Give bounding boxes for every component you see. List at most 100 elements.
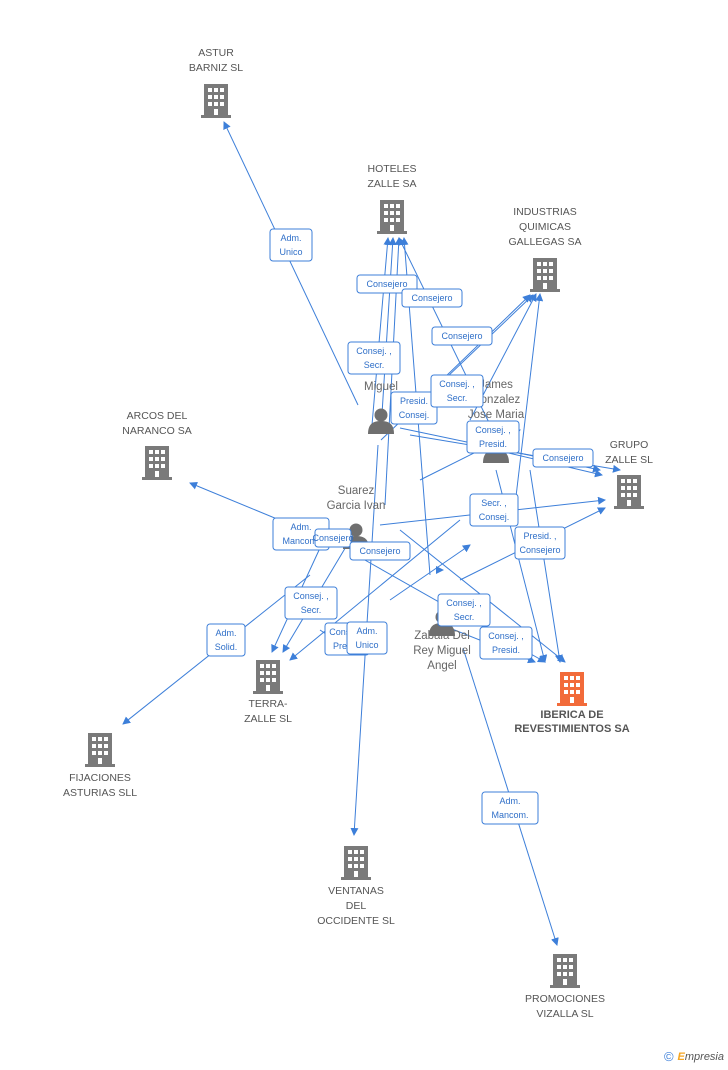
role-label-r_consejero_mid[interactable]: Consejero (349, 541, 411, 561)
company-promociones[interactable]: PROMOCIONES VIZALLA SL (525, 954, 605, 1020)
person-label-line: Suarez (338, 485, 375, 497)
company-grupo[interactable]: GRUPO ZALLE SL (605, 439, 653, 509)
person-p_miguel[interactable]: Miguel (364, 381, 398, 434)
company-label-line: ASTURIAS SLL (63, 787, 137, 799)
role-label-r_presid_consej[interactable]: Presid.Consej. (390, 391, 438, 425)
edge-2 (371, 237, 392, 426)
edge-17 (289, 519, 461, 661)
role-label-r_consej_secr_james[interactable]: Consej. ,Secr. (430, 374, 484, 408)
role-text: Presid. , (523, 531, 556, 541)
role-label-r_consejero_suarez[interactable]: Consejero (312, 528, 354, 548)
role-text: Consejero (411, 293, 452, 303)
role-label-r_consejero_hot2[interactable]: Consejero (401, 288, 463, 308)
role-layer: Adm.UnicoConsejeroConsejeroConsejeroCons… (206, 228, 594, 825)
person-label-line: Zabala Del (414, 630, 470, 642)
role-text: Presid. (479, 439, 507, 449)
role-box (284, 586, 338, 620)
role-text: Adm. (356, 626, 377, 636)
role-text: Consejero (519, 545, 560, 555)
building-icon (550, 954, 580, 988)
role-text: Presid. (400, 396, 428, 406)
footer: © Empresia (664, 1049, 724, 1064)
person-label-line: Miguel (364, 381, 398, 393)
company-label-line: PROMOCIONES (525, 993, 605, 1005)
brand-logo[interactable]: Empresia (678, 1051, 724, 1063)
building-icon (614, 475, 644, 509)
role-label-r_presid_consejero[interactable]: Presid. , Consejero (514, 526, 566, 560)
role-label-r_consej_secr_terra[interactable]: Consej. , Secr. (284, 586, 338, 620)
company-iberica[interactable]: IBERICA DE REVESTIMIENTOS SA (514, 672, 630, 735)
building-icon (142, 446, 172, 480)
role-label-r_consejero_grupo[interactable]: Consejero (532, 448, 594, 468)
role-box (346, 621, 388, 655)
role-label-r_consej_secr_zabala[interactable]: Consej. ,Secr. (437, 593, 491, 627)
role-label-r_adm_mancom_prom[interactable]: Adm.Mancom. (481, 791, 539, 825)
person-label-line: Jose Maria (468, 409, 525, 421)
role-text: Mancom. (491, 810, 528, 820)
company-fijaciones[interactable]: FIJACIONES ASTURIAS SLL (63, 733, 137, 799)
role-text: Consejero (542, 453, 583, 463)
role-box (356, 274, 418, 294)
building-icon (377, 200, 407, 234)
role-label-r_consej_presid_james[interactable]: Consej. ,Presid. (466, 420, 520, 454)
role-text: Consejero (441, 331, 482, 341)
company-label-line: ARCOS DEL (127, 410, 188, 422)
role-label-r_secr_consej[interactable]: Secr. , Consej. (469, 493, 519, 527)
company-label-line: VENTANAS (328, 885, 384, 897)
role-box (431, 326, 493, 346)
role-label-r_adm_unico_vent[interactable]: Adm. Unico (346, 621, 388, 655)
role-box (532, 448, 594, 468)
company-label-line: ZALLE SL (605, 454, 653, 466)
role-text: Consej. , (446, 598, 482, 608)
person-label-line: Rey Miguel (413, 645, 471, 657)
company-label-line: GRUPO (610, 439, 649, 451)
role-box (514, 526, 566, 560)
role-label-r_consej_presid_zabala[interactable]: Consej. ,Presid. (479, 626, 533, 660)
role-text: Unico (279, 247, 302, 257)
company-label-line: OCCIDENTE SL (317, 915, 395, 927)
role-text: Consej. (479, 512, 510, 522)
role-box (269, 228, 313, 262)
person-label-line: Gonzalez (472, 394, 521, 406)
company-label-line: IBERICA DE (540, 709, 603, 721)
role-label-r_consejero_hot1[interactable]: Consejero (356, 274, 418, 294)
company-label-line: REVESTIMIENTOS SA (514, 723, 629, 735)
brand-initial: E (677, 1050, 685, 1063)
role-label-r_adm_unico_astur[interactable]: Adm.Unico (269, 228, 313, 262)
role-label-r_adm_solid[interactable]: Adm.Solid. (206, 623, 246, 657)
person-label-line: James (479, 379, 513, 391)
company-label-line: HOTELES (367, 163, 416, 175)
company-label-line: QUIMICAS (519, 221, 571, 233)
role-text: Consej. , (293, 591, 329, 601)
role-text: Secr. , (481, 498, 507, 508)
role-text: Secr. (301, 605, 322, 615)
role-label-r_consejero_ind[interactable]: Consejero (431, 326, 493, 346)
role-text: Adm. (290, 522, 311, 532)
role-box (206, 623, 246, 657)
company-label-line: ZALLE SL (244, 713, 292, 725)
role-text: Unico (355, 640, 378, 650)
role-text: Consejero (312, 533, 353, 543)
company-label-line: ASTUR (198, 47, 234, 59)
company-label-line: FIJACIONES (69, 772, 131, 784)
role-text: Adm. (215, 628, 236, 638)
role-box (437, 593, 491, 627)
company-terra[interactable]: TERRA-ZALLE SL (244, 660, 292, 725)
building-icon (85, 733, 115, 767)
company-label-line: VIZALLA SL (536, 1008, 593, 1020)
building-icon (341, 846, 371, 880)
role-label-r_consej_secr_miguel[interactable]: Consej. ,Secr. (347, 341, 401, 375)
role-box (430, 374, 484, 408)
person-label-line: Garcia Ivan (327, 500, 386, 512)
building-icon (201, 84, 231, 118)
